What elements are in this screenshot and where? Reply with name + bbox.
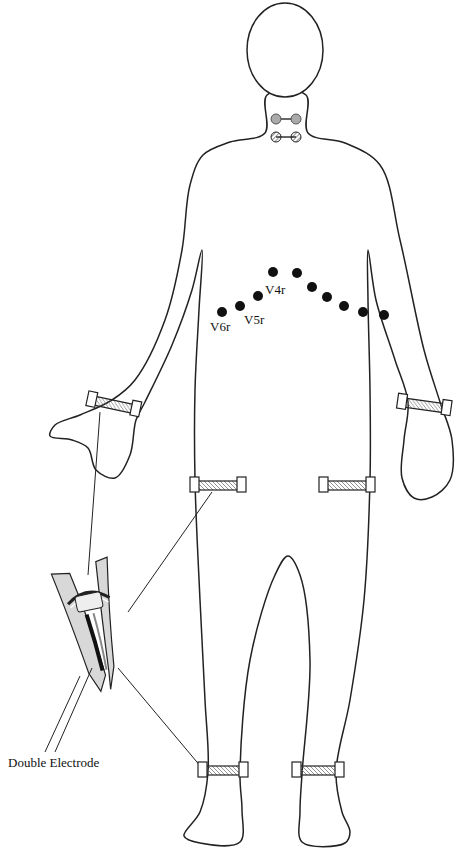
limb-clamp	[86, 391, 142, 417]
limb-clamps	[86, 391, 452, 777]
limb-clamp	[190, 477, 246, 492]
clamp-electrode	[50, 557, 134, 696]
leader-lines	[45, 668, 92, 752]
head	[247, 3, 323, 97]
neck-electrodes	[271, 114, 301, 142]
lead-label: V6r	[210, 320, 230, 333]
chest-electrodes	[217, 267, 389, 320]
limb-clamp	[319, 477, 375, 492]
body-outline	[50, 90, 454, 846]
limb-clamp	[397, 393, 453, 415]
part-label: Double Electrode	[8, 756, 99, 769]
body-outline	[50, 90, 454, 846]
lead-label: V5r	[244, 313, 264, 326]
limb-clamp	[198, 762, 248, 777]
limb-clamp	[292, 762, 344, 777]
lead-label: V4r	[265, 283, 285, 296]
